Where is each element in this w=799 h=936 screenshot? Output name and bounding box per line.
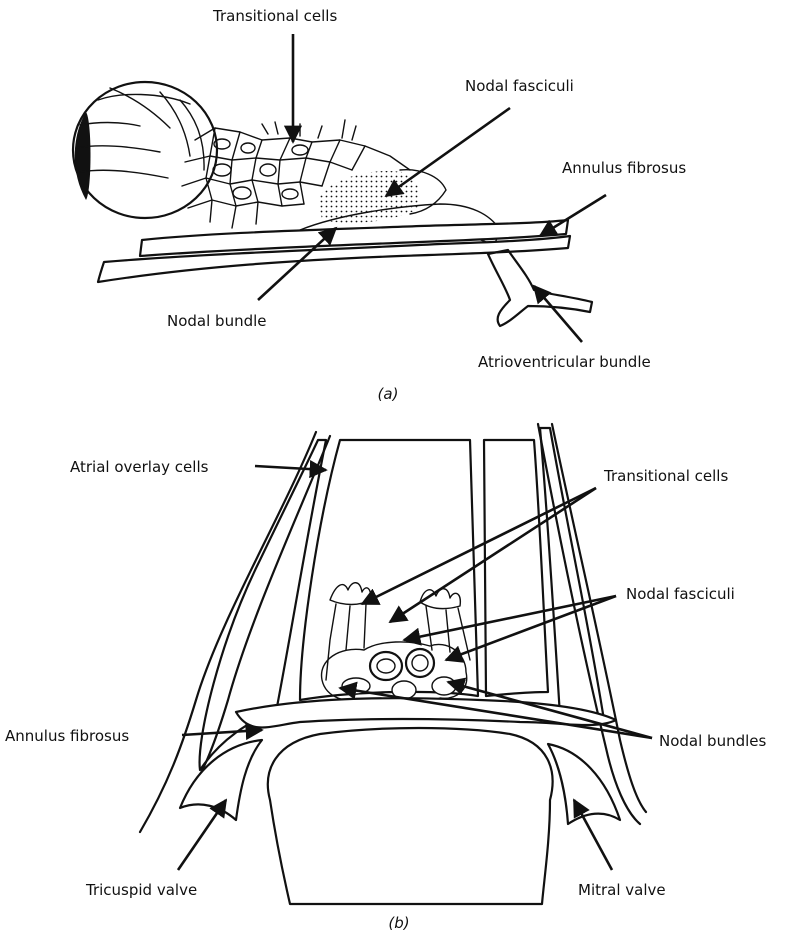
label-annulus-fibrosus-b: Annulus fibrosus	[5, 727, 129, 745]
panel-b-illustration	[140, 424, 646, 904]
label-nodal-bundles-b: Nodal bundles	[659, 732, 766, 750]
arrow-atrial-overlay-b	[255, 466, 326, 470]
arrow-nodal-fasciculi-b1	[404, 596, 616, 640]
nodal-fasciculi-stipple-a	[318, 171, 420, 223]
caption-b: (b)	[388, 914, 409, 932]
label-tricuspid-valve-b: Tricuspid valve	[85, 881, 197, 899]
sinus-globe	[73, 82, 217, 218]
arrow-transitional-cells-b2	[390, 488, 596, 622]
label-atrial-overlay-b: Atrial overlay cells	[70, 458, 209, 476]
label-nodal-fasciculi-b: Nodal fasciculi	[626, 585, 735, 603]
label-av-bundle-a: Atrioventricular bundle	[478, 353, 651, 371]
arrow-tricuspid-valve-b	[178, 800, 226, 870]
label-mitral-valve-b: Mitral valve	[578, 881, 666, 899]
label-transitional-cells-a: Transitional cells	[212, 7, 337, 25]
label-nodal-fasciculi-a: Nodal fasciculi	[465, 77, 574, 95]
arrow-annulus-fibrosus-a	[540, 195, 606, 236]
central-fibrous-body-b	[268, 728, 553, 904]
caption-a: (a)	[378, 385, 399, 403]
mitral-leaflet-b	[548, 744, 620, 824]
right-hatched-column	[484, 440, 548, 696]
right-wall-hatched	[540, 428, 604, 720]
arrow-annulus-fibrosus-b	[182, 730, 262, 735]
label-nodal-bundle-a: Nodal bundle	[167, 312, 267, 330]
arrow-nodal-fasciculi-b2	[446, 596, 616, 660]
panel-a-illustration	[73, 82, 592, 326]
label-transitional-cells-b: Transitional cells	[603, 467, 728, 485]
label-annulus-fibrosus-a: Annulus fibrosus	[562, 159, 686, 177]
av-bundle-branch-a	[488, 250, 592, 326]
arrow-nodal-fasciculi-a	[386, 108, 510, 196]
